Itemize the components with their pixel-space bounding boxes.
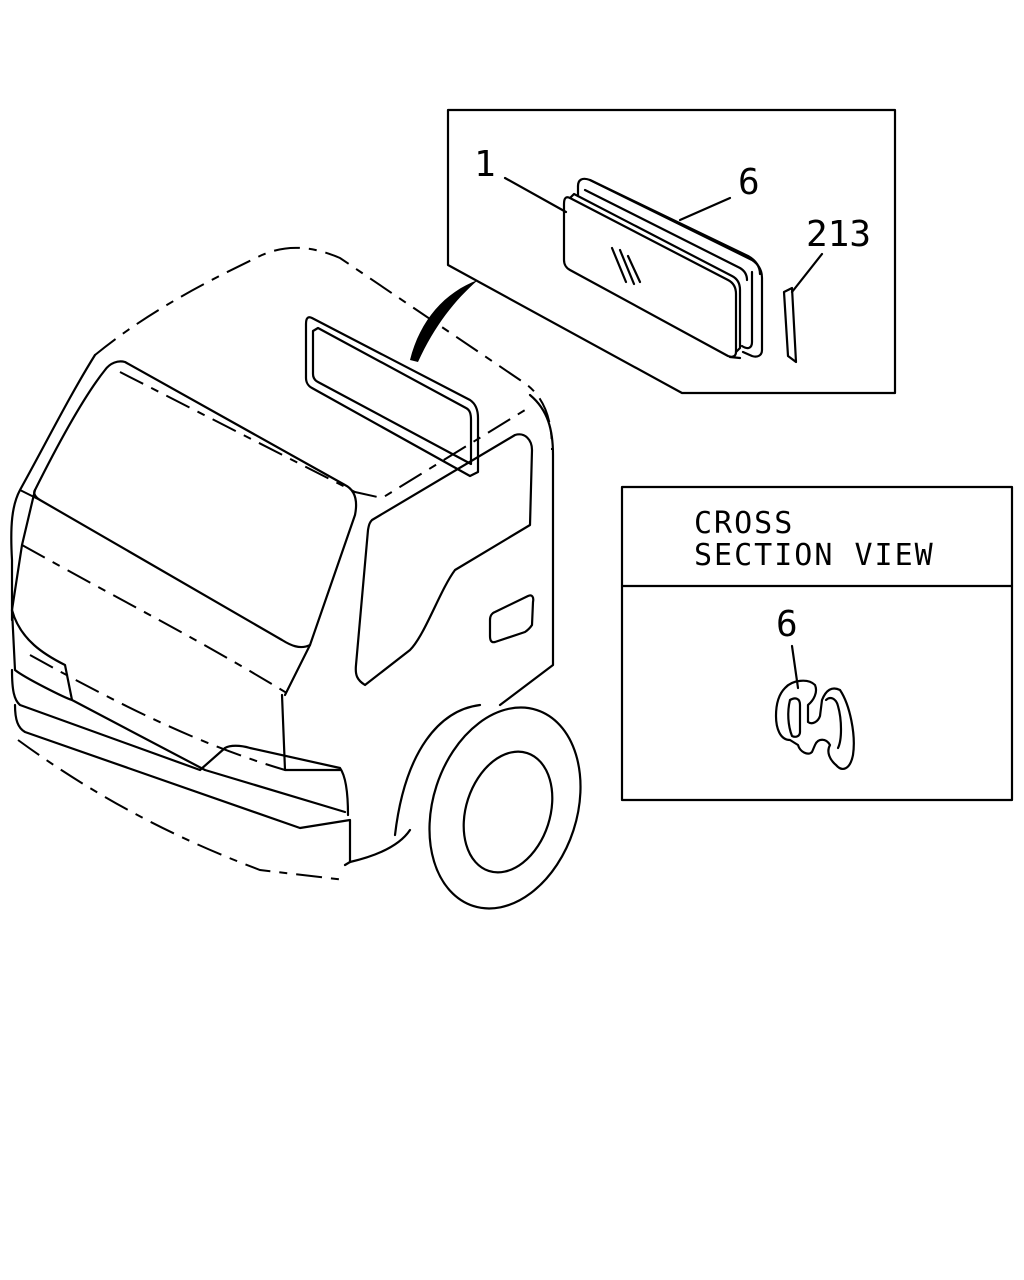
callout-6: 6	[738, 162, 760, 203]
leader-6	[678, 196, 732, 222]
front-face-left	[10, 488, 37, 612]
callout-section-6: 6	[776, 604, 798, 645]
detail-box-frame	[446, 108, 897, 395]
weatherstrip-side	[740, 270, 754, 350]
leader-213	[790, 252, 824, 294]
roof-outline	[94, 246, 553, 451]
truck-cab-drawing	[10, 246, 582, 910]
weatherstrip-profile	[774, 679, 855, 770]
detail-pointer	[410, 280, 478, 362]
cross-section-title-2: SECTION VIEW	[694, 538, 935, 573]
cab-front-outline	[10, 353, 97, 622]
bumper-top	[10, 668, 350, 817]
front-face-center	[280, 693, 342, 772]
cab-side-edge	[498, 393, 555, 707]
weatherstrip-outline	[576, 177, 762, 276]
rear-window-opening	[304, 316, 480, 478]
door-handle	[488, 594, 535, 644]
headlight	[10, 608, 74, 702]
callout-213: 213	[806, 214, 871, 255]
front-panel-upper	[19, 489, 41, 501]
windshield	[33, 360, 358, 649]
rear-window-inner	[311, 326, 473, 466]
weatherstrip-profile-inner	[787, 697, 802, 738]
fender-line	[348, 828, 412, 864]
cab-lower-edge	[17, 739, 346, 881]
front-tire	[428, 706, 582, 910]
leader-1	[503, 176, 568, 214]
glass-pane-edge	[568, 192, 742, 354]
roof-rear-edge	[119, 371, 526, 500]
exploded-detail-box: 1 6 213	[446, 108, 897, 395]
wheel-rim	[462, 750, 554, 874]
glass-reflection	[610, 246, 642, 286]
weatherstrip-profile-slot	[824, 696, 843, 750]
cross-section-title-1: CROSS	[694, 506, 794, 541]
cross-section-box: CROSS SECTION VIEW 6	[620, 485, 1014, 802]
wheel-arch	[393, 703, 482, 837]
front-face-line-2	[29, 654, 286, 771]
bumper-strip	[70, 698, 347, 814]
grille-line	[283, 643, 312, 697]
front-face-line-1	[21, 544, 291, 696]
molding-strip	[782, 286, 798, 364]
weatherstrip-top	[583, 188, 749, 282]
side-door-window	[354, 433, 534, 687]
callout-1: 1	[474, 144, 496, 185]
cross-section-frame	[620, 485, 1014, 802]
glass-pane	[562, 196, 738, 358]
bumper-lower	[13, 703, 352, 867]
